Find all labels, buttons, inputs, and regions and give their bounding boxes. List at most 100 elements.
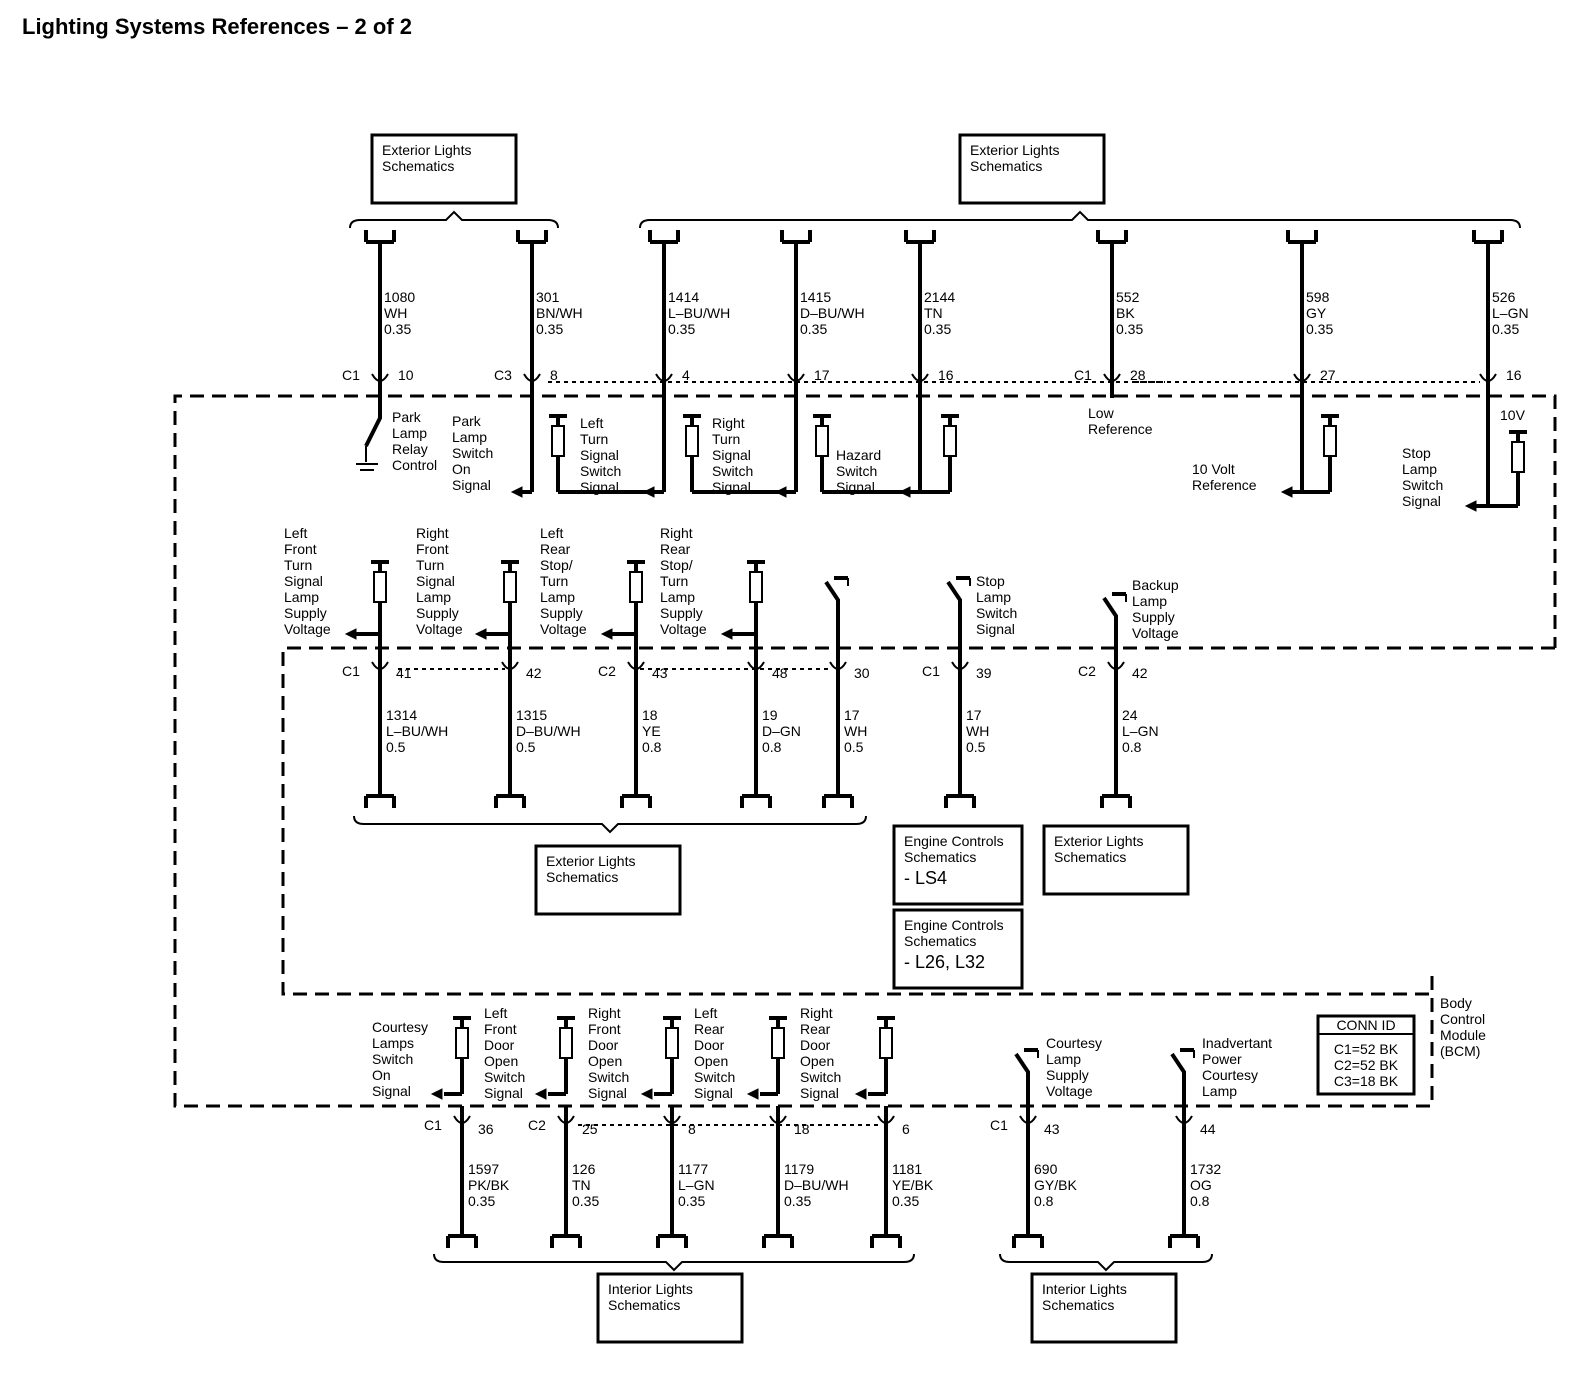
ten-v-label: 10V [1500,407,1526,423]
mid-wire-label-color: D–GN [762,723,801,739]
stop-sw-label-line: Switch [976,605,1017,621]
engine-l26-ref-box [892,908,1024,990]
stop-lamp-sw-label-line: Signal [1402,493,1441,509]
engine-l26-ref-text: Schematics [904,933,976,949]
bcm-label-line: Module [1440,1027,1486,1043]
bot-wire-label-gauge: 0.8 [1190,1193,1210,1209]
interior-lights-ref-left-text: Interior Lights [608,1281,693,1297]
bot-wire-connector [446,1234,478,1248]
stop-lamp-pullup [1511,441,1525,473]
rf-door-input-pullup [665,1027,679,1059]
rf-turn-output-label-line: Front [416,541,449,557]
lr-turn-output-label-line: Voltage [540,621,587,637]
mid-wire-connector [364,794,396,808]
mid-wire-pin: 30 [854,665,870,681]
top-wire-label-gauge: 0.35 [1492,321,1519,337]
mid-wire-label-circuit: 24 [1122,707,1138,723]
lf-turn-output-label-line: Lamp [284,589,319,605]
top-wire-cup [523,373,541,382]
bot-wire-label-gauge: 0.35 [784,1193,811,1209]
mid-wire-conn: C2 [1078,663,1096,679]
lr-door-input-arrow [746,1088,759,1100]
rr-door-input-label-line: Right [800,1005,833,1021]
top-wire-label-color: WH [384,305,407,321]
brace-mid [353,815,867,834]
lf-door-input-pullup [559,1027,573,1059]
top-wire-connector [648,230,680,244]
top-wire-label-gauge: 0.35 [800,321,827,337]
ground-symbol [356,463,378,471]
top-wire-pin: 28 [1130,367,1146,383]
stop-sw-label-line: Lamp [976,589,1011,605]
top-wire-pin: 4 [682,367,690,383]
bot-wire-conn: C1 [990,1117,1008,1133]
top-wire-cup [1479,373,1497,382]
inadvertant-switch [1170,1052,1186,1084]
rr-turn-output-label-line: Lamp [660,589,695,605]
lf-turn-output-driver [373,571,387,603]
park-switch-label-line: Switch [452,445,493,461]
right-turn-signal-arrow [774,486,787,498]
mid-wire-label-circuit: 18 [642,707,658,723]
top-wire-cup [371,373,389,382]
top-wire-connector [516,230,548,244]
left-turn-signal-label-line: Signal [580,479,619,495]
rr-door-input-label-line: Door [800,1037,831,1053]
top-wire-pin: 16 [938,367,954,383]
rr-turn-output-label-line: Supply [660,605,703,621]
courtesy-sw-label-line: Courtesy [372,1019,428,1035]
bot-wire-pin: 44 [1200,1121,1216,1137]
top-wire-label-circuit: 1415 [800,289,831,305]
top-wire-connector [1286,230,1318,244]
lr-door-input-label-line: Switch [694,1069,735,1085]
brace-top-left [349,210,559,229]
rf-turn-output-label-line: Right [416,525,449,541]
conn-id-box [1316,1014,1416,1096]
rf-turn-output-label-line: Signal [416,573,455,589]
lf-door-input-label-line: Front [484,1021,517,1037]
bot-wire-label-color: OG [1190,1177,1212,1193]
courtesy-supply-label-line: Supply [1046,1067,1089,1083]
courtesy-sw-label-line: On [372,1067,391,1083]
courtesy-sw-input-arrow [430,1088,443,1100]
top-wire-cup [911,373,929,382]
mid-wire-connector [494,794,526,808]
top-wire-label-circuit: 526 [1492,289,1516,305]
top-wire-label-color: BK [1116,305,1135,321]
interior-lights-ref-right-text: Interior Lights [1042,1281,1127,1297]
engine-l26-ref-text: - L26, L32 [904,952,985,972]
backup-label-line: Supply [1132,609,1175,625]
mid-wire-connector [944,794,976,808]
brace-top-right [639,210,1521,229]
interior-lights-ref-right-box [1030,1272,1178,1344]
top-wire-pin: 10 [398,367,414,383]
ext-lights-ref-top-right-text: Schematics [970,158,1042,174]
ext-lights-ref-top-right-text: Exterior Lights [970,142,1059,158]
lr-door-input-label-line: Door [694,1037,725,1053]
backup-label-line: Lamp [1132,593,1167,609]
bcm-upper-outline [173,394,1557,1108]
mid-wire-label-color: L–BU/WH [386,723,448,739]
bot-wire-pin: 36 [478,1121,494,1137]
bot-wire-connector [870,1234,902,1248]
mid-wire-label-gauge: 0.5 [386,739,406,755]
lf-door-input-arrow [534,1088,547,1100]
mid-wire-label-circuit: 1315 [516,707,547,723]
mid-wire-label-color: L–GN [1122,723,1159,739]
engine-ls4-ref-box [892,824,1024,906]
mid-wire-label-gauge: 0.5 [516,739,536,755]
engine-ls4-ref-text: Engine Controls [904,833,1004,849]
top-wire-pin: 17 [814,367,830,383]
backup-label-line: Backup [1132,577,1179,593]
lr-door-input-label-line: Left [694,1005,717,1021]
top-wire-conn: C3 [494,367,512,383]
top-wire-cup [787,373,805,382]
bot-wire-label-color: PK/BK [468,1177,510,1193]
brace-bot-left [433,1253,915,1272]
ext-lights-ref-top-left-text: Schematics [382,158,454,174]
top-wire-label-gauge: 0.35 [1116,321,1143,337]
lf-door-input-label-line: Left [484,1005,507,1021]
mid-wire-label-color: WH [966,723,989,739]
bot-wire-pin: 18 [794,1121,810,1137]
